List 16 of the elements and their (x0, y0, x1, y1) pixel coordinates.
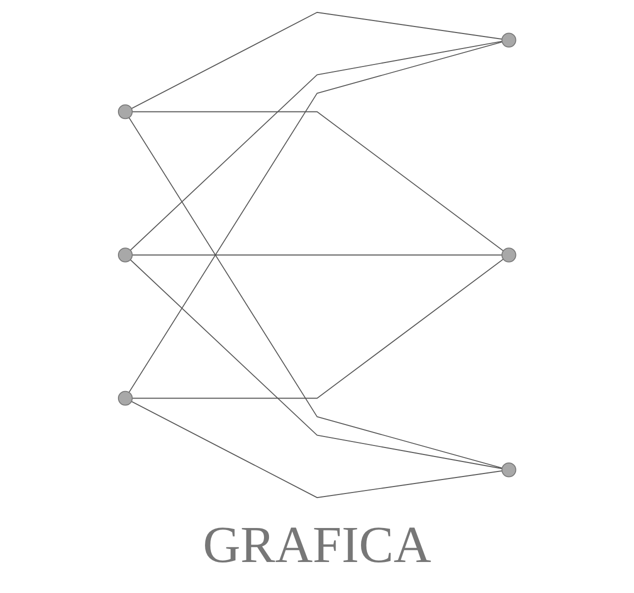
node-circle (118, 248, 133, 262)
connector (130, 400, 502, 498)
node-circle (501, 32, 516, 48)
connector (128, 42, 503, 393)
connector (132, 111, 504, 252)
node-circle (118, 104, 133, 120)
connector (132, 254, 502, 256)
node-circle (501, 462, 516, 478)
connector (128, 117, 503, 468)
connector (130, 40, 502, 251)
node-circle (118, 390, 133, 406)
connector (130, 12, 502, 110)
connector (130, 259, 502, 470)
connector (132, 258, 504, 399)
node-circle (501, 248, 516, 262)
caption: GRAFICA (202, 516, 432, 575)
